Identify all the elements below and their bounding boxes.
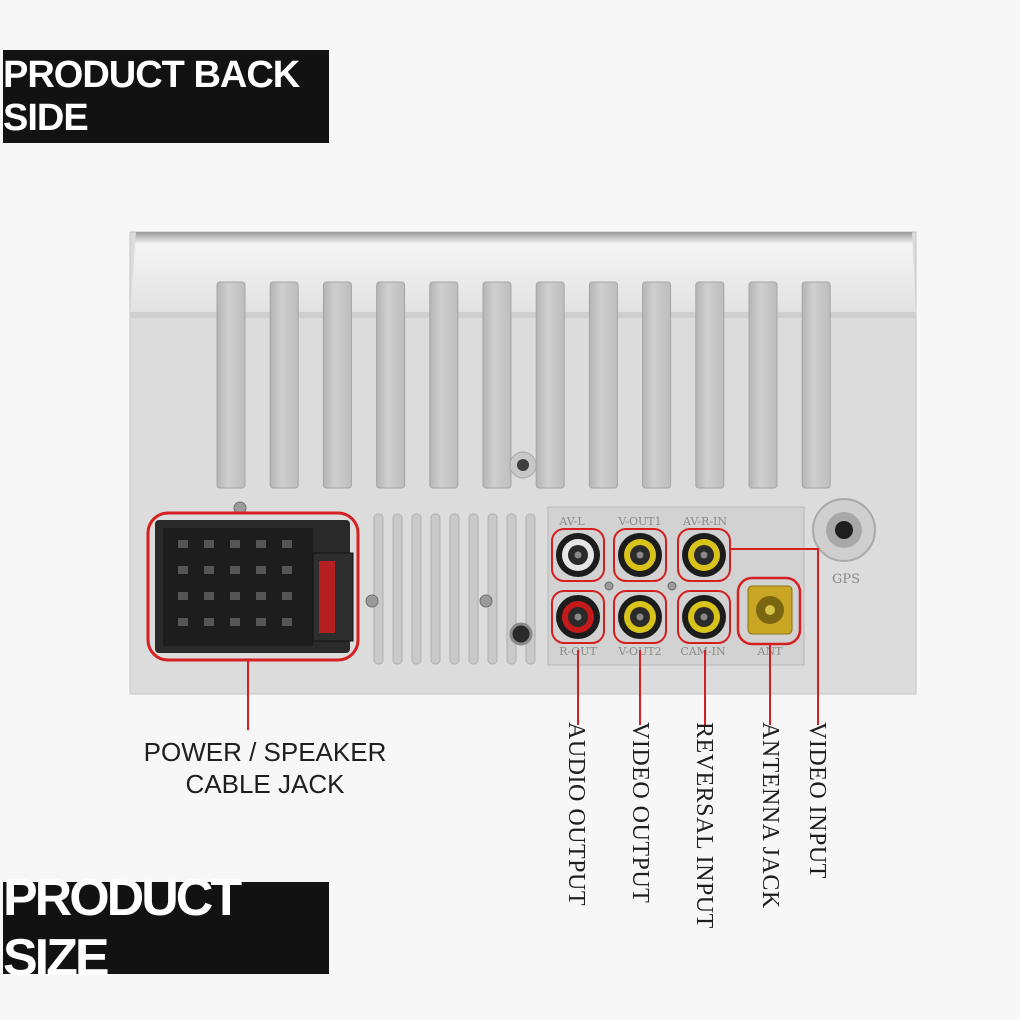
reversal-input-callout: REVERSAL INPUT <box>691 722 717 929</box>
cooling-fin <box>748 281 778 489</box>
jack-highlight <box>677 528 731 582</box>
vent-slot <box>487 513 498 665</box>
cooling-fin <box>801 281 831 489</box>
rca-video-out2 <box>613 590 667 644</box>
rca-audio-r <box>551 590 605 644</box>
vent-slot <box>392 513 403 665</box>
device-top-lip <box>130 232 916 312</box>
audio-output-callout: AUDIO OUTPUT <box>563 722 589 906</box>
connector-pin <box>282 566 292 574</box>
power-jack-highlight <box>146 511 360 662</box>
connector-pin <box>204 618 214 626</box>
size-title: PRODUCT SIZE <box>3 869 242 987</box>
rca-video-in <box>677 528 731 582</box>
back-side-title: PRODUCT BACK SIDE <box>3 53 300 139</box>
screw <box>479 594 493 608</box>
vent-slot <box>449 513 460 665</box>
connector-pin <box>230 540 240 548</box>
connector-pin <box>256 540 266 548</box>
video-input-callout: VIDEO INPUT <box>804 722 830 879</box>
cooling-fin <box>588 281 618 489</box>
vent-slot <box>430 513 441 665</box>
connector-pin <box>178 566 188 574</box>
back-side-banner: PRODUCT BACK SIDE <box>3 50 329 143</box>
connector-pin <box>256 618 266 626</box>
cooling-fin <box>642 281 672 489</box>
vent-slots <box>373 513 536 665</box>
rca-audio-l <box>551 528 605 582</box>
connector-pin <box>282 618 292 626</box>
jack-highlight <box>551 528 605 582</box>
connector-pin <box>230 592 240 600</box>
cooling-fin <box>482 281 512 489</box>
cooling-fin <box>216 281 246 489</box>
jack-highlight <box>677 590 731 644</box>
connector-pin <box>256 566 266 574</box>
connector-pin <box>204 566 214 574</box>
connector-pin <box>282 540 292 548</box>
cooling-fin <box>322 281 352 489</box>
jack-highlight <box>551 590 605 644</box>
screw <box>667 581 677 591</box>
connector-pin <box>178 618 188 626</box>
cooling-fin <box>695 281 725 489</box>
jack-highlight <box>613 528 667 582</box>
connector-pin <box>256 592 266 600</box>
video-output-callout: VIDEO OUTPUT <box>627 722 653 904</box>
headphone-jack <box>509 622 533 646</box>
label-gps: GPS <box>832 572 860 587</box>
label-v-out1: V-OUT1 <box>617 515 661 528</box>
rca-video-out1 <box>613 528 667 582</box>
antenna-jack-callout: ANTENNA JACK <box>757 722 783 909</box>
leader-video-input <box>730 548 819 725</box>
rca-cam-in <box>677 590 731 644</box>
vent-slot <box>373 513 384 665</box>
label-av-l: AV-L <box>558 515 585 528</box>
label-cam-in: CAM-IN <box>680 645 726 658</box>
label-av-r-in: AV-R-IN <box>682 515 727 528</box>
size-banner: PRODUCT SIZE <box>3 869 329 987</box>
iso-connector <box>155 520 354 653</box>
connector-pin <box>204 592 214 600</box>
connector-pin <box>282 592 292 600</box>
cooling-fin <box>376 281 406 489</box>
connector-pin <box>178 540 188 548</box>
screw <box>604 581 614 591</box>
connector-pin <box>204 540 214 548</box>
leader-lines <box>247 548 819 730</box>
power-speaker-line1: POWER / SPEAKER <box>143 737 387 767</box>
screw <box>365 594 379 608</box>
connector-pin <box>230 566 240 574</box>
cooling-fin <box>269 281 299 489</box>
vent-slot <box>468 513 479 665</box>
jack-highlight <box>613 590 667 644</box>
connector-pin <box>178 592 188 600</box>
cooling-fins <box>216 281 831 489</box>
cooling-fin <box>535 281 565 489</box>
connector-pin <box>230 618 240 626</box>
vent-slot <box>411 513 422 665</box>
cooling-fin <box>429 281 459 489</box>
power-speaker-line2: CABLE JACK <box>185 769 345 799</box>
power-speaker-callout: POWER / SPEAKER CABLE JACK <box>130 736 400 800</box>
